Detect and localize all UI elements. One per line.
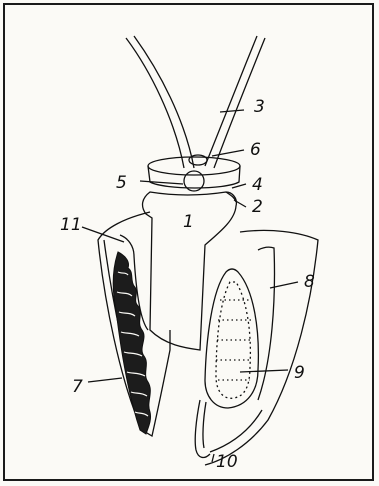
label-2: 2 — [252, 197, 263, 217]
tube — [195, 400, 210, 457]
dotted-sac — [205, 269, 258, 408]
label-4: 4 — [252, 175, 263, 195]
label-1: 1 — [183, 212, 194, 232]
label-6: 6 — [250, 140, 261, 160]
label-10: 10 — [216, 452, 238, 472]
label-9: 9 — [294, 363, 305, 383]
label-3: 3 — [254, 97, 265, 117]
right-lobe — [205, 230, 318, 465]
collar-disc — [148, 155, 240, 191]
tentacles — [126, 36, 265, 168]
label-5: 5 — [116, 173, 127, 193]
label-11: 11 — [60, 215, 82, 235]
label-7: 7 — [72, 377, 83, 397]
dark-wavy-organ — [113, 252, 150, 434]
label-8: 8 — [304, 272, 315, 292]
